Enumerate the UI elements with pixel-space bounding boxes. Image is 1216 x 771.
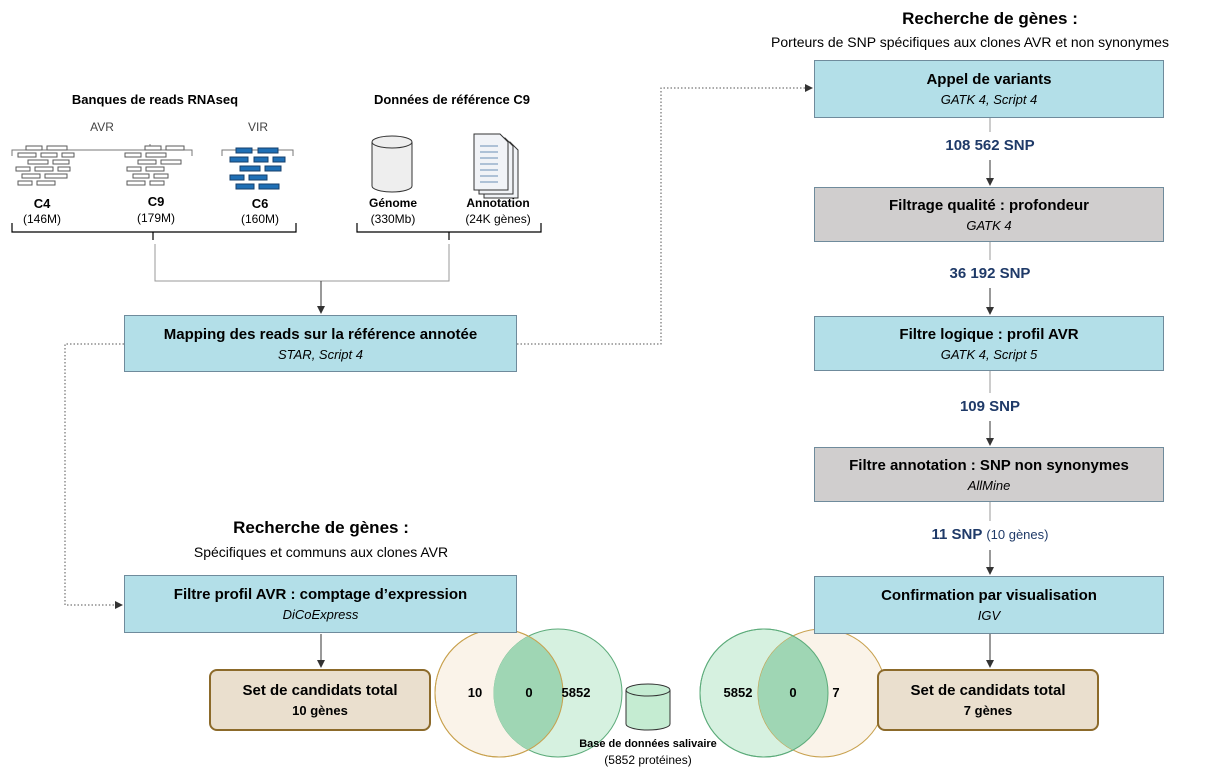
venn-right-only: 7	[832, 685, 840, 700]
right-search-heading: Recherche de gènes :	[902, 9, 1078, 28]
library-c6-size: (160M)	[240, 212, 279, 226]
left-result-title: Set de candidats total	[242, 682, 398, 699]
left-result-subtitle: 10 gènes	[292, 703, 348, 718]
venn-left-database: 5852	[561, 685, 591, 700]
banques-title: Banques de reads RNAseq	[71, 92, 239, 107]
right-result-box: Set de candidats total 7 gènes	[877, 669, 1099, 731]
step-1-subtitle: GATK 4, Script 4	[940, 92, 1038, 107]
left-result-box: Set de candidats total 10 gènes	[209, 669, 431, 731]
connector-ref-mapping	[321, 244, 450, 282]
expression-filter-subtitle: DiCoExpress	[282, 607, 359, 622]
connector-reads-mapping	[154, 244, 321, 282]
right-result-title: Set de candidats total	[910, 682, 1066, 699]
venn-right-database: 5852	[723, 685, 753, 700]
step-quality-filter: Filtrage qualité : profondeur GATK 4	[814, 187, 1164, 242]
avr-label: AVR	[90, 120, 114, 134]
annotation-name: Annotation	[466, 196, 530, 210]
genome-name: Génome	[368, 196, 417, 210]
library-c4-name: C4	[33, 196, 51, 211]
database-subtitle: (5852 protéines)	[604, 753, 692, 767]
step-4-subtitle: AllMine	[967, 477, 1011, 493]
connector-mapping-expression	[64, 343, 124, 609]
step-2-subtitle: GATK 4	[966, 217, 1012, 233]
step-5-title: Confirmation par visualisation	[881, 587, 1097, 604]
step-4-title: Filtre annotation : SNP non synonymes	[849, 456, 1129, 474]
step-annotation-filter: Filtre annotation : SNP non synonymes Al…	[814, 447, 1164, 502]
snp-count-3: 109 SNP	[959, 398, 1021, 415]
mapping-subtitle: STAR, Script 4	[277, 346, 363, 362]
library-c9-name: C9	[147, 194, 165, 209]
genome-cylinder-icon	[371, 135, 413, 193]
annotation-size: (24K gènes)	[465, 212, 531, 226]
reads-c9	[124, 145, 185, 186]
mapping-title: Mapping des reads sur la référence annot…	[163, 325, 478, 343]
annotation-document-icon	[473, 133, 519, 199]
connector-mapping-variants	[517, 84, 813, 345]
reads-c4	[15, 145, 75, 186]
venn-left	[434, 628, 623, 758]
step-2-title: Filtrage qualité : profondeur	[888, 196, 1089, 214]
step-3-subtitle: GATK 4, Script 5	[940, 346, 1038, 362]
snp-count-4-main: 11 SNP	[931, 526, 983, 543]
venn-right-overlap: 0	[789, 685, 797, 700]
database-title: Base de données salivaire	[579, 738, 717, 750]
venn-left-overlap: 0	[525, 685, 533, 700]
right-search-subheading: Porteurs de SNP spécifiques aux clones A…	[771, 34, 1169, 50]
snp-count-1: 108 562 SNP	[945, 137, 1035, 154]
expression-filter-title: Filtre profil AVR : comptage d’expressio…	[173, 586, 468, 603]
reads-c6	[229, 147, 286, 190]
brace-libraries	[11, 223, 297, 240]
venn-left-only: 10	[467, 685, 483, 700]
brace-reference	[356, 223, 542, 240]
genome-size: (330Mb)	[370, 212, 416, 226]
library-c9-size: (179M)	[136, 211, 175, 225]
snp-count-4-extra: (10 gènes)	[986, 527, 1049, 542]
database-cylinder-icon	[625, 683, 671, 731]
step-variant-calling: Appel de variants GATK 4, Script 4	[814, 60, 1164, 118]
step-1-title: Appel de variants	[926, 71, 1052, 88]
left-search-subheading: Spécifiques et communs aux clones AVR	[193, 544, 449, 560]
library-c4-size: (146M)	[22, 212, 61, 226]
venn-right	[699, 628, 887, 758]
right-result-subtitle: 7 gènes	[963, 703, 1013, 718]
reference-title: Données de référence C9	[373, 92, 531, 107]
step-avr-filter: Filtre logique : profil AVR GATK 4, Scri…	[814, 316, 1164, 371]
vir-label: VIR	[247, 120, 268, 134]
annotation-document-lines	[480, 145, 498, 183]
step-3-title: Filtre logique : profil AVR	[899, 325, 1079, 343]
left-search-heading: Recherche de gènes :	[233, 518, 409, 537]
mapping-box: Mapping des reads sur la référence annot…	[124, 315, 517, 372]
step-5-subtitle: IGV	[977, 608, 1001, 623]
snp-count-2: 36 192 SNP	[949, 265, 1031, 282]
snp-count-4: 11 SNP (10 gènes)	[860, 526, 1120, 543]
library-c6-name: C6	[251, 196, 269, 211]
step-visual-confirmation: Confirmation par visualisation IGV	[814, 576, 1164, 634]
expression-filter-box: Filtre profil AVR : comptage d’expressio…	[124, 575, 517, 633]
